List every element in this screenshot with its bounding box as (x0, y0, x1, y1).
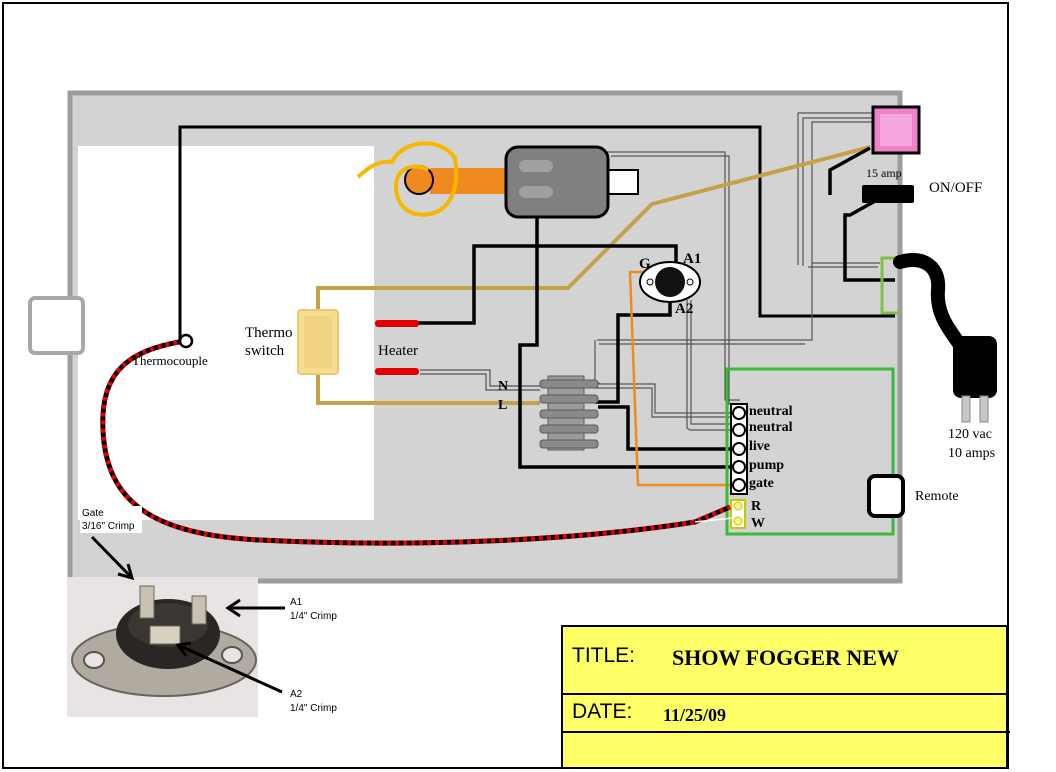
title-value: SHOW FOGGER NEW (672, 645, 899, 670)
plug-prong-right (979, 395, 989, 423)
fuse (862, 185, 914, 203)
heater-terminals (375, 320, 419, 375)
label-heater: Heater (378, 343, 418, 359)
green-connector (880, 256, 900, 315)
terminal-labels: neutral neutral live pump gate (749, 404, 793, 491)
label-fuse: 15 amp (866, 166, 902, 180)
label-vac: 120 vac (948, 427, 992, 442)
label-remote: Remote (915, 489, 959, 504)
date-label: DATE: (572, 700, 632, 723)
title-label: TITLE: (572, 644, 635, 667)
onoff-switch-face (880, 114, 912, 146)
callout-arrows (90, 535, 285, 694)
power-cord (893, 253, 967, 352)
photo-label-a1-2: 1/4" Crimp (290, 611, 337, 622)
photo-label-gate-2: 3/16" Crimp (82, 521, 135, 532)
terminal-gate: gate (749, 476, 774, 491)
label-onoff: ON/OFF (929, 180, 982, 196)
side-handle (28, 296, 85, 355)
label-a2: A2 (675, 301, 693, 317)
thermocouple-cable-dash (100, 338, 731, 546)
wire-tan (316, 145, 871, 405)
photo-label-a1-1: A1 (290, 597, 303, 608)
date-value: 11/25/09 (663, 705, 726, 725)
label-r: R (751, 499, 762, 514)
thermocouple-probe (178, 333, 194, 349)
terminal-strip (730, 403, 748, 495)
wire-orange-gate (628, 270, 740, 487)
remote-board (725, 367, 895, 536)
label-n: N (498, 379, 508, 394)
rw-terminals (730, 499, 746, 529)
thermo-switch (297, 309, 339, 375)
label-w: W (751, 516, 765, 531)
label-thermo-switch-1: Thermo (245, 325, 292, 341)
power-plug (953, 336, 997, 398)
triac (639, 261, 701, 303)
neutral-live-terminal-block (539, 375, 599, 451)
wire-black-main (418, 146, 895, 469)
photo-label-a2-2: 1/4" Crimp (290, 703, 337, 714)
label-thermo-switch-2: switch (245, 343, 285, 359)
label-l: L (498, 398, 507, 413)
terminal-neutral-2: neutral (749, 420, 793, 435)
label-a1: A1 (683, 251, 701, 267)
photo-label-gate-1: Gate (82, 508, 104, 519)
title-block: TITLE: SHOW FOGGER NEW DATE: 11/25/09 (561, 625, 1010, 769)
remote-receiver (867, 474, 905, 518)
wire-black-top-loop (178, 125, 895, 340)
pump-assembly (356, 141, 639, 219)
label-amps: 10 amps (948, 446, 995, 461)
terminal-neutral-1: neutral (749, 404, 793, 419)
label-gate: G (639, 256, 651, 272)
gate-label-box (80, 506, 142, 533)
plug-prong-left (961, 395, 971, 423)
label-thermocouple: Thermocouple (132, 353, 208, 368)
w-wire (694, 517, 734, 523)
triac-photo (67, 577, 258, 717)
terminal-pump: pump (749, 458, 784, 473)
photo-label-a2-1: A2 (290, 689, 303, 700)
terminal-live: live (749, 439, 770, 454)
